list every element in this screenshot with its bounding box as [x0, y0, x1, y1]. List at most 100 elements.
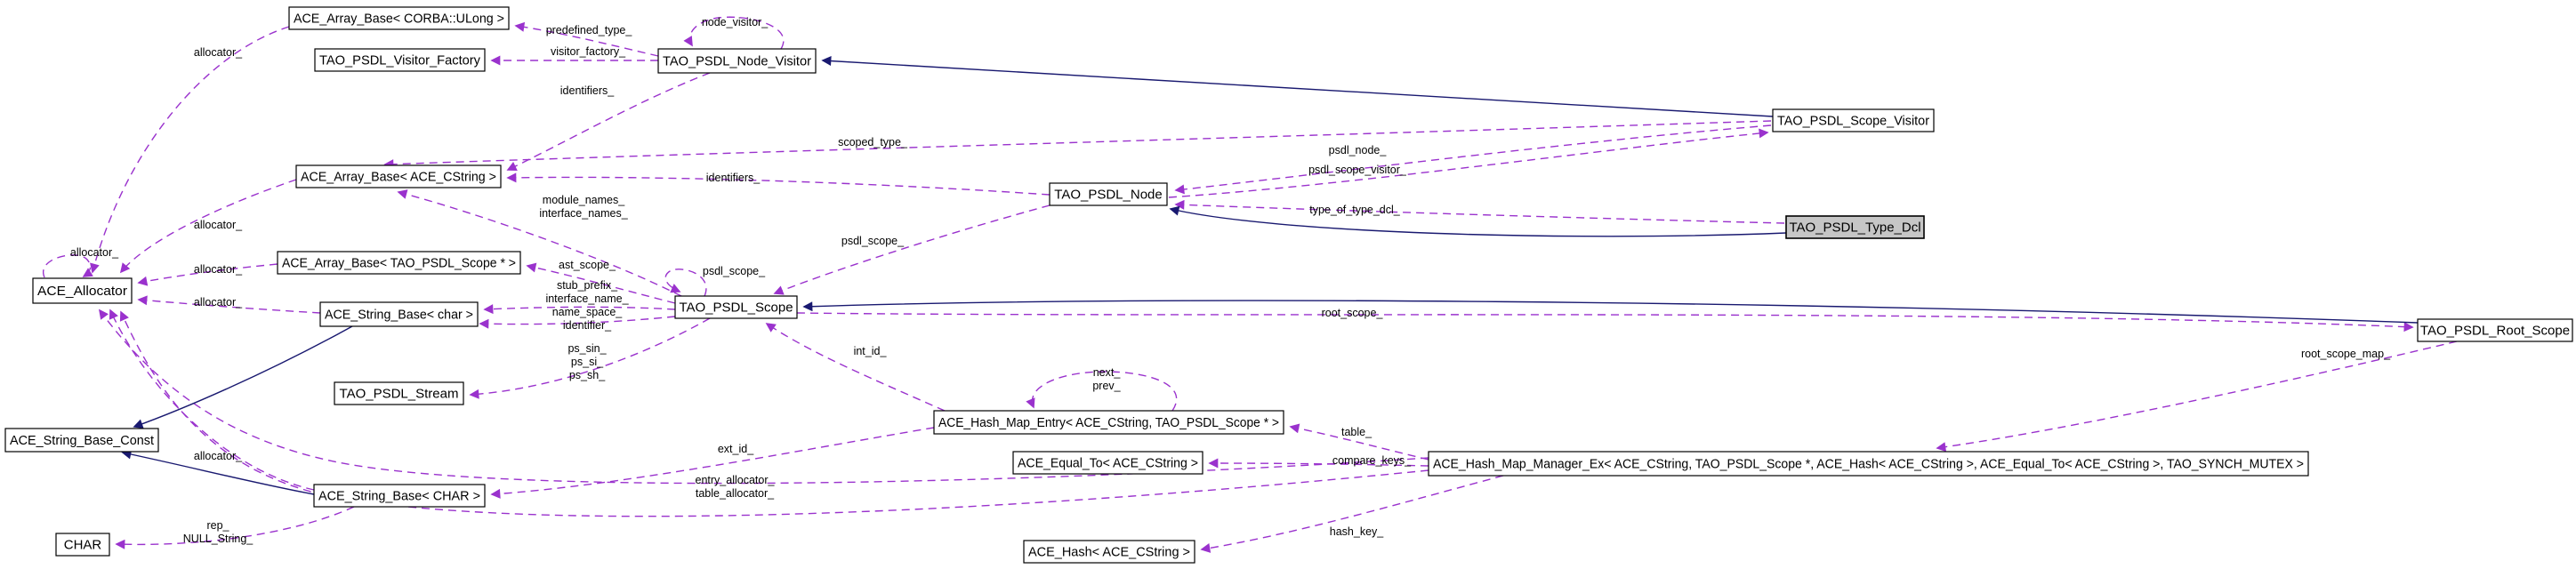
edge-psdl-scope-visitor-usage-edge — [1168, 128, 1769, 198]
class-node-box-ace-array-base-ulong[interactable] — [288, 6, 510, 30]
class-node-box-tao-psdl-root-scope[interactable] — [2417, 318, 2573, 342]
class-node-ace-array-base-scope[interactable]: ACE_Array_Base< TAO_PSDL_Scope * > — [277, 251, 521, 275]
edge-label-psdl-scope-visitor: psdl_scope_visitor_ — [1308, 164, 1407, 176]
edge-allocator-from-array-ulong-usage-edge — [90, 26, 290, 274]
class-node-box-ace-hash[interactable] — [1023, 540, 1195, 564]
class-node-tao-psdl-scope-visitor[interactable]: TAO_PSDL_Scope_Visitor — [1772, 108, 1935, 132]
edge-module-interface-names-usage-edge — [397, 189, 682, 297]
class-node-label-ace-array-base-cstring: ACE_Array_Base< ACE_CString > — [301, 170, 496, 185]
class-node-ace-hash-map-entry[interactable]: ACE_Hash_Map_Entry< ACE_CString, TAO_PSD… — [933, 410, 1284, 435]
edge-rep-null-string-usage-edge — [115, 506, 355, 549]
edge-identifiers-from-node-visitor-usage-edge — [506, 72, 711, 171]
edge-inherit-type-dcl-to-node-inheritance-edge — [1169, 205, 1787, 237]
class-node-box-ace-string-base-const[interactable] — [4, 428, 159, 453]
class-node-box-tao-psdl-node[interactable] — [1049, 182, 1168, 206]
class-node-ace-hash-map-manager-ex[interactable]: ACE_Hash_Map_Manager_Ex< ACE_CString, TA… — [1428, 451, 2309, 477]
class-node-char[interactable]: CHAR — [55, 533, 110, 557]
class-node-ace-string-base-const[interactable]: ACE_String_Base_Const — [4, 428, 159, 453]
class-node-ace-string-base-char-caps[interactable]: ACE_String_Base< CHAR > — [313, 484, 486, 508]
edge-allocator-from-string-char-usage-edge — [137, 295, 321, 314]
edge-inherit-scope-visitor-to-node-visitor-inheritance-edge — [821, 56, 1774, 117]
class-node-box-ace-equal-to[interactable] — [1012, 451, 1203, 475]
class-node-label-ace-string-base-const: ACE_String_Base_Const — [10, 433, 155, 448]
edge-next-prev-self-loop-usage-edge — [1026, 371, 1178, 412]
edge-inherit-string-char-caps-to-const-inheritance-edge — [121, 449, 315, 495]
edge-label-allocator-self: allocator_ — [70, 246, 119, 259]
class-node-box-ace-array-base-cstring[interactable] — [295, 164, 502, 188]
edge-label-module-interface-names: module_names_interface_names_ — [539, 194, 628, 220]
class-node-tao-psdl-node[interactable]: TAO_PSDL_Node — [1049, 182, 1168, 206]
class-node-ace-array-base-ulong[interactable]: ACE_Array_Base< CORBA::ULong > — [288, 6, 510, 30]
edge-label-allocator-from-string-char: allocator_ — [194, 296, 243, 309]
class-node-box-tao-psdl-node-visitor[interactable] — [657, 48, 817, 74]
edge-allocator-from-array-scope-usage-edge — [137, 263, 278, 286]
edge-label-psdl-node: psdl_node_ — [1329, 144, 1388, 156]
edge-label-next-prev: next_prev_ — [1092, 366, 1121, 392]
class-node-box-ace-string-base-char[interactable] — [319, 301, 479, 327]
class-node-label-ace-string-base-char: ACE_String_Base< char > — [325, 308, 473, 323]
class-node-box-ace-string-base-char-caps[interactable] — [313, 484, 486, 508]
class-node-box-tao-psdl-stream[interactable] — [334, 381, 464, 405]
edge-label-visitor-factory: visitor_factory_ — [551, 45, 626, 58]
edge-label-allocator-from-string-char-caps: allocator_ — [194, 450, 243, 462]
edge-psdl-node-usage-edge — [1174, 124, 1772, 195]
edge-label-entry-table-allocator: entry_allocator_table_allocator_ — [696, 474, 776, 500]
class-node-ace-string-base-char[interactable]: ACE_String_Base< char > — [319, 301, 479, 327]
edge-psdl-scope-self-loop-usage-edge — [664, 268, 707, 297]
class-node-label-ace-allocator: ACE_Allocator — [37, 284, 127, 299]
class-node-label-tao-psdl-stream: TAO_PSDL_Stream — [340, 387, 459, 402]
class-node-box-tao-psdl-type-dcl — [1785, 215, 1925, 239]
edge-hash-key-usage-edge — [1200, 475, 1504, 553]
class-node-box-ace-hash-map-manager-ex[interactable] — [1428, 451, 2309, 477]
class-node-label-tao-psdl-node: TAO_PSDL_Node — [1054, 188, 1162, 203]
edge-entry-allocator-usage-edge — [99, 309, 1429, 485]
edge-label-root-scope: root_scope_ — [1322, 307, 1384, 319]
edge-ps-stream-members-usage-edge — [469, 317, 711, 399]
class-node-label-ace-array-base-ulong: ACE_Array_Base< CORBA::ULong > — [294, 12, 504, 27]
edge-table-allocator-usage-edge — [119, 310, 1429, 517]
edge-int-id-usage-edge — [765, 323, 946, 412]
edge-label-rep-null-string: rep_NULL_String_ — [183, 519, 254, 545]
edge-label-ast-scope: ast_scope_ — [559, 259, 616, 271]
edge-label-scoped-type: scoped_type_ — [838, 136, 908, 148]
edge-scope-string-members-b-usage-edge — [479, 316, 676, 329]
class-node-label-tao-psdl-node-visitor: TAO_PSDL_Node_Visitor — [663, 54, 811, 69]
edge-label-root-scope-map: root_scope_map_ — [2301, 348, 2391, 360]
class-node-label-char: CHAR — [64, 538, 102, 553]
edge-label-identifiers-from-node: identifiers_ — [706, 172, 761, 184]
edge-label-psdl-scope-from-node: psdl_scope_ — [841, 235, 905, 247]
class-node-ace-equal-to[interactable]: ACE_Equal_To< ACE_CString > — [1012, 451, 1203, 475]
class-node-box-ace-allocator[interactable] — [32, 277, 133, 304]
class-node-tao-psdl-visitor-factory[interactable]: TAO_PSDL_Visitor_Factory — [314, 48, 486, 72]
edge-compare-keys-usage-edge — [1208, 458, 1429, 469]
class-node-label-tao-psdl-scope-visitor: TAO_PSDL_Scope_Visitor — [1777, 114, 1929, 129]
edge-root-scope-usage-edge — [796, 312, 2414, 333]
class-node-box-tao-psdl-visitor-factory[interactable] — [314, 48, 486, 72]
class-node-box-ace-hash-map-entry[interactable] — [933, 410, 1284, 435]
class-node-tao-psdl-root-scope[interactable]: TAO_PSDL_Root_Scope — [2417, 318, 2573, 342]
class-node-tao-psdl-node-visitor[interactable]: TAO_PSDL_Node_Visitor — [657, 48, 817, 74]
class-node-label-tao-psdl-type-dcl: TAO_PSDL_Type_Dcl — [1789, 220, 1920, 236]
edge-label-allocator-from-array-cstring: allocator_ — [194, 219, 243, 231]
edge-label-ps-stream-members: ps_sin_ps_si_ps_sh_ — [568, 342, 607, 381]
edge-label-compare-keys: compare_keys_ — [1332, 454, 1412, 467]
class-node-ace-hash[interactable]: ACE_Hash< ACE_CString > — [1023, 540, 1195, 564]
class-node-tao-psdl-stream[interactable]: TAO_PSDL_Stream — [334, 381, 464, 405]
class-node-tao-psdl-scope[interactable]: TAO_PSDL_Scope — [674, 295, 798, 319]
edge-scope-string-members-a-usage-edge — [483, 304, 676, 315]
class-node-label-ace-hash-map-entry: ACE_Hash_Map_Entry< ACE_CString, TAO_PSD… — [938, 415, 1279, 430]
edge-predefined-type-usage-edge — [514, 21, 659, 57]
class-node-box-tao-psdl-scope[interactable] — [674, 295, 798, 319]
class-node-ace-array-base-cstring[interactable]: ACE_Array_Base< ACE_CString > — [295, 164, 502, 188]
class-node-box-char[interactable] — [55, 533, 110, 557]
class-node-box-tao-psdl-scope-visitor[interactable] — [1772, 108, 1935, 132]
edge-psdl-scope-from-node-usage-edge — [773, 204, 1051, 295]
edge-table-usage-edge — [1289, 423, 1429, 461]
edge-identifiers-from-node-usage-edge — [506, 172, 1051, 196]
class-node-label-ace-equal-to: ACE_Equal_To< ACE_CString > — [1018, 456, 1198, 471]
edge-label-hash-key: hash_key_ — [1330, 525, 1385, 538]
class-node-box-ace-array-base-scope[interactable] — [277, 251, 521, 275]
class-node-ace-allocator[interactable]: ACE_Allocator — [32, 277, 133, 304]
